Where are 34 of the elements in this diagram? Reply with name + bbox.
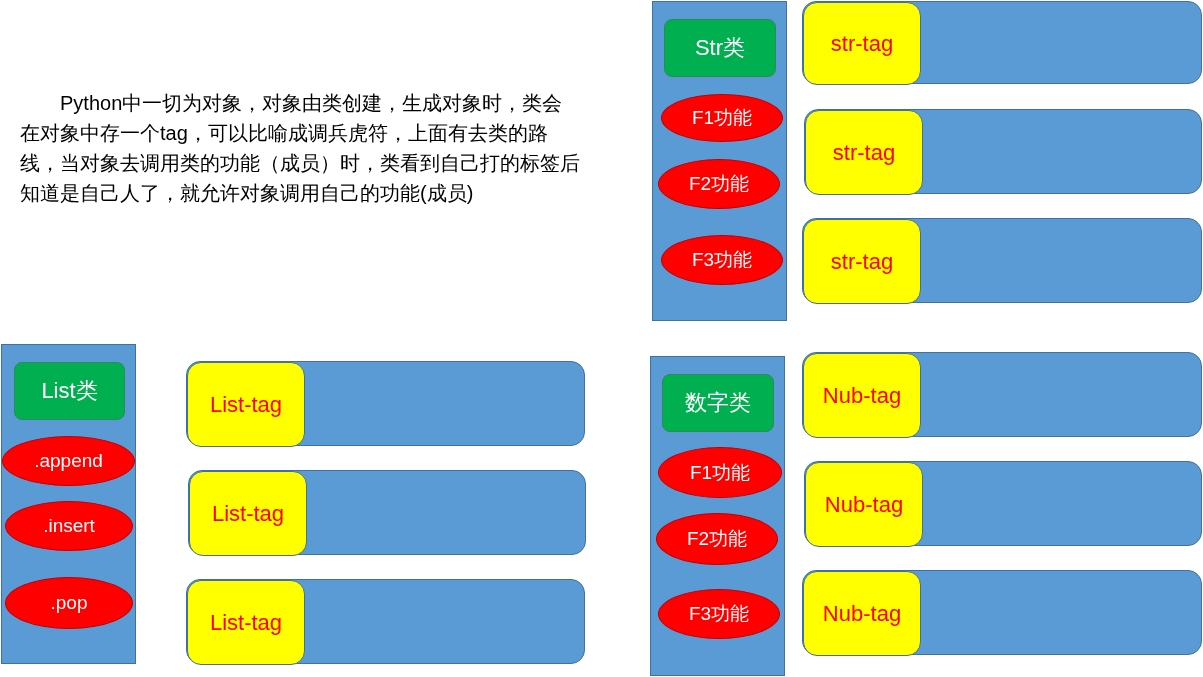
method-ellipse: .insert xyxy=(5,501,133,551)
method-ellipse: F3功能 xyxy=(658,589,780,639)
object-bar xyxy=(804,109,1202,194)
method-ellipse: F1功能 xyxy=(658,447,782,498)
class-panel xyxy=(1,344,136,664)
tag-box: Nub-tag xyxy=(803,571,921,656)
object-bar xyxy=(802,570,1202,655)
tag-box: Nub-tag xyxy=(803,353,921,438)
object-bar xyxy=(186,579,585,664)
object-bar xyxy=(188,470,586,555)
class-box: 数字类 xyxy=(662,374,774,432)
method-ellipse: F2功能 xyxy=(658,159,780,209)
class-panel xyxy=(650,356,785,676)
tag-box: Nub-tag xyxy=(805,462,923,547)
class-panel xyxy=(652,1,787,321)
tag-box: str-tag xyxy=(803,219,921,304)
method-ellipse: F3功能 xyxy=(661,235,783,285)
object-bar xyxy=(186,361,585,446)
method-ellipse: F2功能 xyxy=(656,513,778,565)
tag-box: str-tag xyxy=(805,110,923,195)
object-bar xyxy=(802,218,1202,303)
tag-box: List-tag xyxy=(187,580,305,665)
tag-box: List-tag xyxy=(187,362,305,447)
object-bar xyxy=(804,461,1202,546)
method-ellipse: .pop xyxy=(5,577,133,629)
class-box: Str类 xyxy=(664,19,776,77)
object-bar xyxy=(802,1,1202,84)
tag-box: str-tag xyxy=(803,2,921,85)
tag-box: List-tag xyxy=(189,471,307,556)
method-ellipse: .append xyxy=(2,436,135,486)
class-box: List类 xyxy=(14,362,125,420)
object-bar xyxy=(802,352,1202,437)
description-text: Python中一切为对象，对象由类创建，生成对象时，类会在对象中存一个tag，可以比喻成调兵虎符，上面有去类的路线，当对象去调用类的功能（成员）时，类看到自己打的标签后知道是自己人了，就允许对象调用自己的功能(成员) xyxy=(20,91,580,206)
method-ellipse: F1功能 xyxy=(661,94,783,142)
